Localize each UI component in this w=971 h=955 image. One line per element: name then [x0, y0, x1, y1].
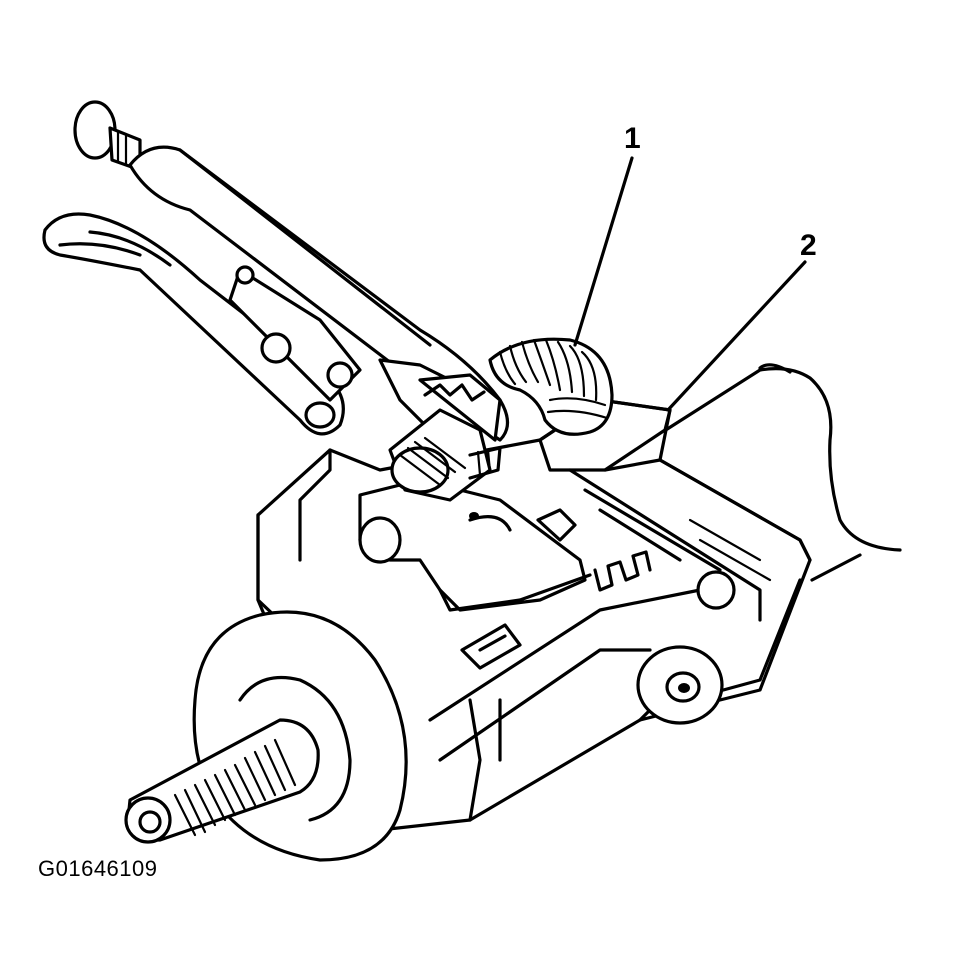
- held-shaft-gear: [388, 408, 502, 502]
- coil-spring: [488, 337, 614, 436]
- tilt-pivot: [636, 570, 736, 725]
- callout-2: 2: [800, 229, 817, 262]
- locking-pliers: [42, 100, 510, 447]
- callout-1: 1: [624, 122, 641, 155]
- steering-shaft: [124, 718, 320, 844]
- actuator-housing: [358, 478, 652, 670]
- leader-line-2: [666, 260, 807, 412]
- leader-line-1: [573, 156, 634, 347]
- figure-id: G01646109: [38, 856, 158, 881]
- column-tube-end: [648, 363, 902, 582]
- leader-lines: [573, 156, 807, 412]
